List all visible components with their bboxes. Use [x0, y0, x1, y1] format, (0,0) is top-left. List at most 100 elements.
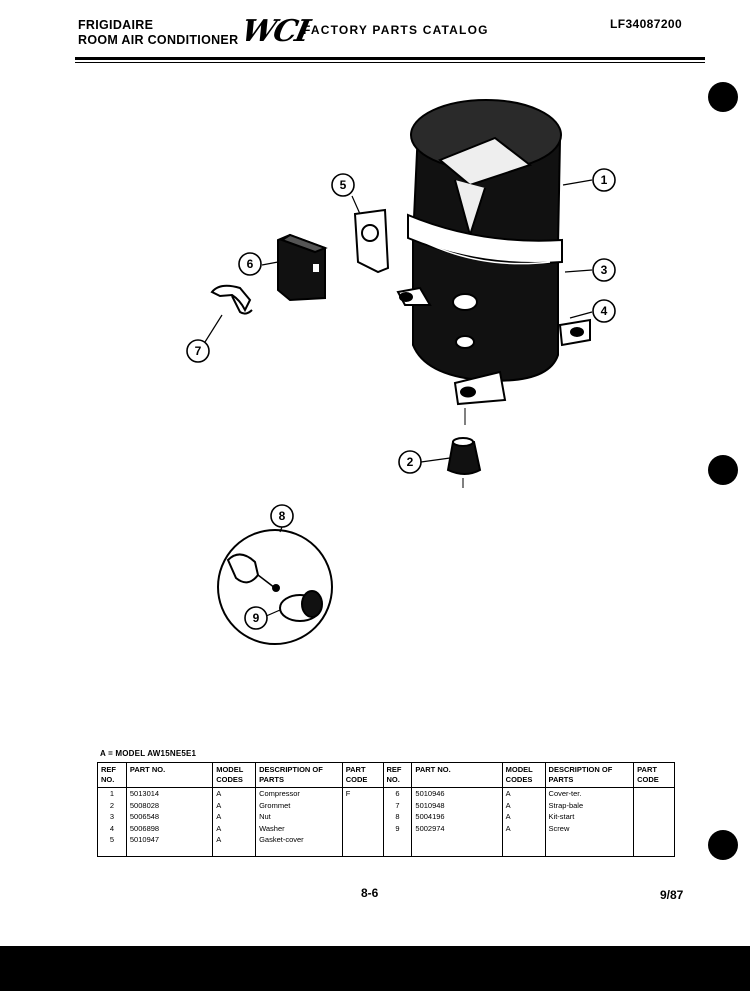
cell-desc: Compressor — [255, 787, 343, 800]
exploded-parts-diagram: 1 2 3 4 5 6 7 8 9 — [186, 99, 616, 645]
cell-model: A — [212, 834, 256, 846]
callout-5: 5 — [331, 173, 355, 197]
cell-code — [633, 811, 675, 823]
cell-model: A — [501, 799, 546, 811]
cell-code — [633, 787, 675, 800]
model-note: A = MODEL AW15NE5E1 — [100, 749, 197, 758]
cell-code — [341, 822, 384, 834]
callout-4: 4 — [592, 299, 616, 323]
cell-part: 5006898 — [125, 822, 213, 834]
cell-model: A — [212, 811, 256, 823]
svg-text:5: 5 — [340, 178, 347, 192]
cell-desc: Cover-ter. — [544, 787, 634, 800]
cell-part: 5010946 — [411, 787, 503, 800]
parts-table: REF NO. PART NO. MODEL CODES DESCRIPTION… — [97, 762, 675, 857]
cell-desc: Grommet — [255, 799, 343, 811]
cell-code — [341, 811, 384, 823]
table-row: 4 5006898 A Washer 9 5002974 A Screw — [97, 822, 675, 834]
table-row: 1 5013014 A Compressor F 6 5010946 A Cov… — [97, 787, 675, 800]
cell-part: 5004196 — [411, 811, 503, 823]
svg-text:4: 4 — [601, 304, 608, 318]
header-brand-block: FRIGIDAIRE ROOM AIR CONDITIONER — [78, 18, 238, 48]
col-part-code: PART CODE — [341, 762, 384, 788]
header-rule — [75, 57, 705, 60]
brand-name: FRIGIDAIRE — [78, 18, 154, 32]
col-model-codes-2: MODEL CODES — [501, 762, 546, 788]
leader-lines — [204, 179, 593, 618]
callout-7: 7 — [186, 339, 210, 363]
cell-ref: 6 — [382, 787, 412, 800]
cell-code: F — [341, 787, 384, 800]
svg-text:2: 2 — [407, 455, 414, 469]
cell-model: A — [501, 822, 546, 834]
cell-ref: 2 — [97, 799, 127, 811]
cell-ref: 7 — [382, 799, 412, 811]
table-row: 2 5008028 A Grommet 7 5010948 A Strap-ba… — [97, 799, 675, 811]
header-rule-thin — [75, 62, 705, 63]
cell-code — [341, 799, 384, 811]
col-part-code-2: PART CODE — [633, 762, 675, 788]
cell-ref: 8 — [382, 811, 412, 823]
cell-desc: Nut — [255, 811, 343, 823]
catalog-number: LF34087200 — [610, 17, 683, 31]
table-header-row: REF NO. PART NO. MODEL CODES DESCRIPTION… — [97, 762, 675, 788]
binder-hole-top — [708, 82, 738, 112]
cell-empty — [382, 834, 412, 846]
revision-date: 9/87 — [660, 888, 684, 902]
col-ref-no-2: REF NO. — [382, 762, 412, 788]
cell-empty — [501, 834, 546, 846]
cell-empty — [544, 834, 634, 846]
table-spacer-row — [97, 845, 675, 856]
col-description-2: DESCRIPTION OF PARTS — [544, 762, 634, 788]
scan-bottom-band — [0, 946, 750, 991]
strap-bale-drawing — [210, 284, 253, 315]
cell-empty — [633, 834, 675, 846]
terminal-cover-drawing — [277, 233, 328, 302]
cell-part: 5002974 — [411, 822, 503, 834]
cell-model: A — [501, 787, 546, 800]
cell-desc: Kit-start — [544, 811, 634, 823]
cell-part: 5010947 — [125, 834, 213, 846]
col-ref-no: REF NO. — [97, 762, 127, 788]
cell-ref: 1 — [97, 787, 127, 800]
cell-part: 5008028 — [125, 799, 213, 811]
callout-1: 1 — [592, 168, 616, 192]
col-part-no-2: PART NO. — [411, 762, 503, 788]
cell-model: A — [212, 822, 256, 834]
svg-text:3: 3 — [601, 263, 608, 277]
col-model-codes: MODEL CODES — [212, 762, 256, 788]
grommet-drawing — [446, 437, 482, 488]
table-row: 3 5006548 A Nut 8 5004196 A Kit-start — [97, 811, 675, 823]
cell-ref: 5 — [97, 834, 127, 846]
cell-empty — [411, 834, 503, 846]
table-row: 5 5010947 A Gasket-cover — [97, 834, 675, 846]
svg-text:8: 8 — [279, 509, 286, 523]
catalog-title: FACTORY PARTS CATALOG — [303, 23, 489, 37]
cell-desc: Gasket-cover — [255, 834, 343, 846]
start-kit-drawing — [217, 529, 333, 645]
cell-model: A — [212, 799, 256, 811]
binder-hole-middle — [708, 455, 738, 485]
col-part-no: PART NO. — [125, 762, 213, 788]
cell-part: 5010948 — [411, 799, 503, 811]
cell-desc: Strap-bale — [544, 799, 634, 811]
cell-desc: Screw — [544, 822, 634, 834]
svg-text:9: 9 — [253, 611, 260, 625]
gasket-cover-drawing — [353, 208, 390, 274]
cell-part: 5006548 — [125, 811, 213, 823]
cell-code — [341, 834, 384, 846]
cell-ref: 9 — [382, 822, 412, 834]
callout-3: 3 — [592, 258, 616, 282]
callout-6: 6 — [238, 252, 262, 276]
cell-ref: 3 — [97, 811, 127, 823]
callout-9: 9 — [244, 606, 268, 630]
page-number: 8-6 — [361, 886, 379, 900]
cell-desc: Washer — [255, 822, 343, 834]
cell-ref: 4 — [97, 822, 127, 834]
compressor-drawing — [396, 99, 591, 425]
cell-code — [633, 822, 675, 834]
col-description: DESCRIPTION OF PARTS — [255, 762, 343, 788]
svg-text:7: 7 — [195, 344, 202, 358]
callout-2: 2 — [398, 450, 422, 474]
callout-8: 8 — [270, 504, 294, 528]
